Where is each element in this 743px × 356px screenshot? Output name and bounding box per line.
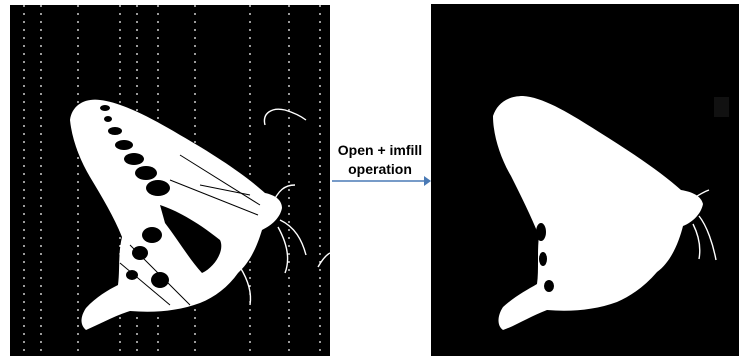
filled-binary-image — [431, 4, 739, 356]
operation-label-line1: Open + imfill — [329, 141, 431, 160]
noisy-binary-image — [10, 5, 330, 356]
butterfly-mask — [493, 96, 703, 330]
faint-artifact — [714, 97, 729, 117]
noisy-butterfly-drawing — [10, 5, 330, 356]
right-arrow-icon — [330, 172, 432, 190]
filled-butterfly-drawing — [431, 4, 739, 356]
